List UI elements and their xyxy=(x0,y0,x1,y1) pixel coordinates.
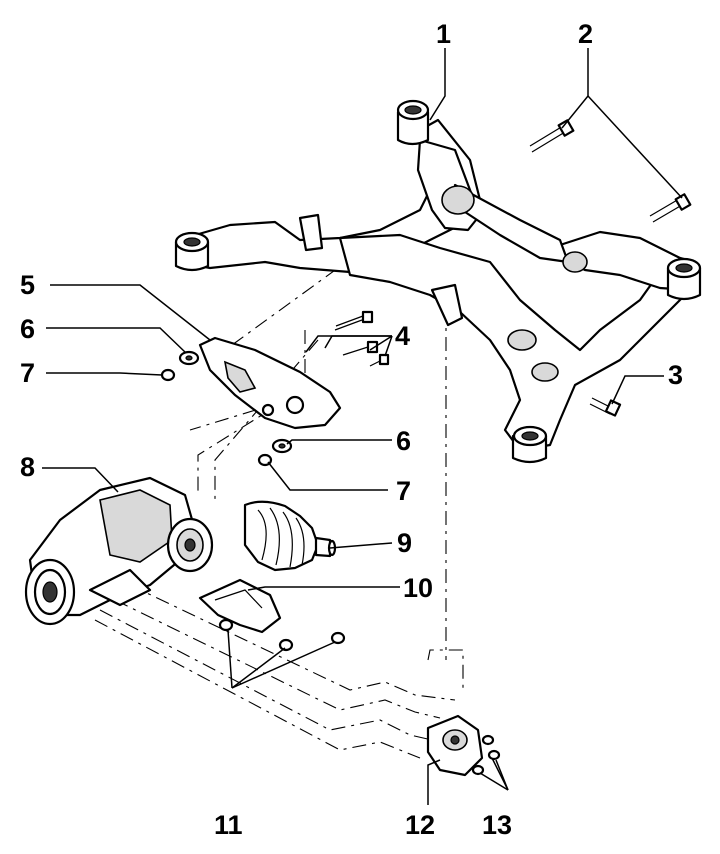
callout-13: 13 xyxy=(482,810,512,840)
callout-12: 12 xyxy=(405,810,435,840)
bushing-front-top xyxy=(396,99,430,146)
bolt-3 xyxy=(589,397,622,417)
leader-lines xyxy=(42,48,683,805)
differential-bracket xyxy=(198,336,342,430)
differential-mount xyxy=(426,714,484,777)
washers-and-nuts xyxy=(160,350,293,467)
callout-11: 11 xyxy=(214,810,243,840)
mount-bolts xyxy=(471,734,501,776)
rear-differential xyxy=(24,476,197,626)
callout-labels: 1 2 3 4 5 6 6 7 7 8 9 10 11 12 13 xyxy=(20,19,683,840)
drive-flange xyxy=(166,517,214,573)
callout-6b: 6 xyxy=(396,426,411,456)
rear-subframe xyxy=(174,99,702,464)
callout-9: 9 xyxy=(397,528,412,558)
cv-boot xyxy=(243,500,337,572)
callout-3: 3 xyxy=(668,360,683,390)
callout-4: 4 xyxy=(395,321,410,351)
callout-7b: 7 xyxy=(396,476,411,506)
callout-1: 1 xyxy=(436,19,451,49)
shield-bolts xyxy=(218,618,346,652)
callout-2: 2 xyxy=(578,19,593,49)
bushing-rear-bottom xyxy=(511,425,548,464)
bushing-rear-right xyxy=(666,257,702,301)
callout-8: 8 xyxy=(20,452,35,482)
callout-10: 10 xyxy=(403,573,433,603)
mounting-bolts xyxy=(529,119,692,223)
bushing-front-left xyxy=(174,231,210,272)
callout-5: 5 xyxy=(20,270,35,300)
bracket-bolts xyxy=(334,310,390,367)
callout-7a: 7 xyxy=(20,358,35,388)
heat-shield xyxy=(198,578,282,634)
callout-6a: 6 xyxy=(20,314,35,344)
